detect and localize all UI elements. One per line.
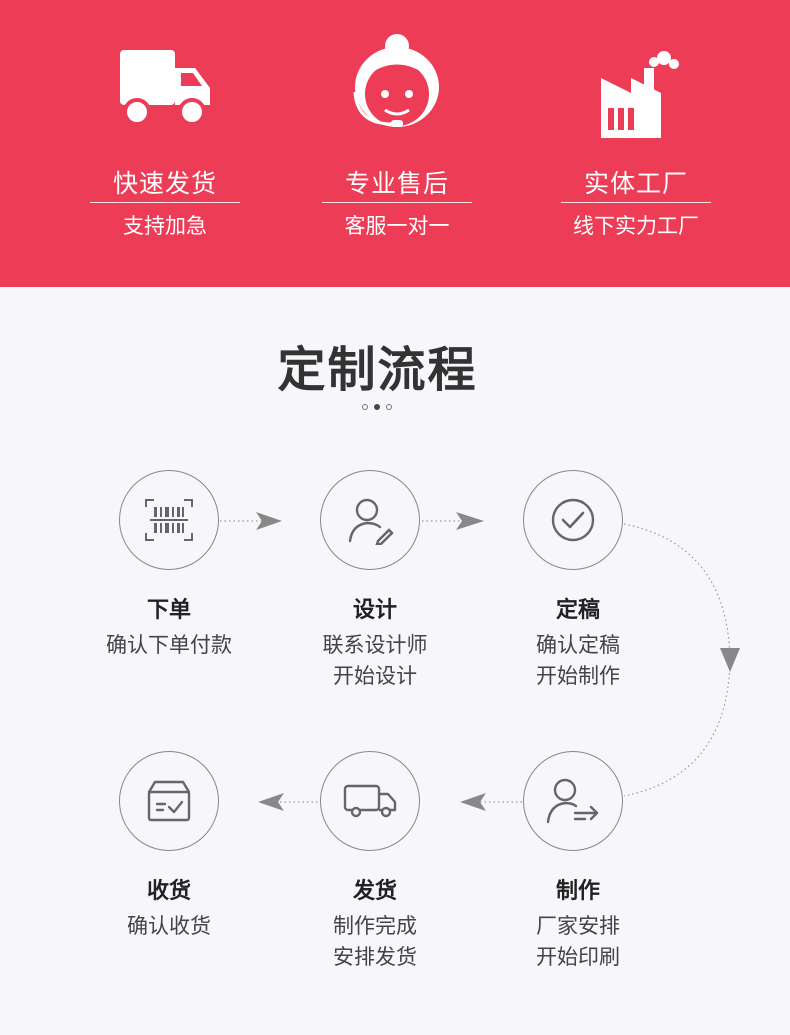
step-receive-circle xyxy=(119,751,219,851)
step-desc: 厂家安排 开始印刷 xyxy=(478,911,678,973)
arrow-right-icon xyxy=(456,512,484,530)
step-title: 发货 xyxy=(352,879,397,904)
process-title: 定制流程 xyxy=(277,342,478,398)
step-desc-line: 开始制作 xyxy=(536,664,620,688)
delivery-truck-icon xyxy=(343,784,397,818)
step-desc: 确认收货 xyxy=(69,911,269,942)
feature-title: 专业售后 xyxy=(344,169,449,198)
barcode-scan-icon xyxy=(145,499,193,541)
user-arrow-icon xyxy=(546,778,599,824)
step-desc: 确认定稿 开始制作 xyxy=(478,630,678,692)
step-title: 设计 xyxy=(352,598,397,623)
feature-title: 快速发货 xyxy=(112,169,217,198)
carousel-dots xyxy=(362,404,392,414)
step-ship-circle xyxy=(320,751,420,851)
feature-subtitle: 客服一对一 xyxy=(344,214,450,238)
step-desc-line: 开始设计 xyxy=(333,664,417,688)
step-desc: 联系设计师 开始设计 xyxy=(275,630,475,692)
feature-divider xyxy=(561,202,711,203)
step-title: 下单 xyxy=(146,598,191,623)
arrow-left-icon xyxy=(460,793,486,811)
step-finalize-circle xyxy=(523,470,623,570)
step-desc-line: 制作完成 xyxy=(333,914,417,938)
step-desc-line: 确认收货 xyxy=(127,914,211,938)
designer-icon xyxy=(348,498,394,545)
step-title: 定稿 xyxy=(555,598,600,623)
step-desc-line: 确认下单付款 xyxy=(106,633,232,657)
arrow-down-icon xyxy=(720,648,740,672)
arrow-left-icon xyxy=(258,793,284,811)
step-desc: 制作完成 安排发货 xyxy=(275,911,475,973)
feature-subtitle: 线下实力工厂 xyxy=(573,214,699,238)
step-desc: 确认下单付款 xyxy=(69,630,269,661)
step-order-circle xyxy=(119,470,219,570)
step-title: 收货 xyxy=(146,879,191,904)
step-desc-line: 联系设计师 xyxy=(322,633,428,657)
step-desc-line: 开始印刷 xyxy=(536,945,620,969)
dot-active xyxy=(374,404,380,410)
step-desc-line: 确认定稿 xyxy=(536,633,620,657)
feature-title: 实体工厂 xyxy=(583,169,688,198)
customer-service-icon xyxy=(347,32,447,141)
box-check-icon xyxy=(147,780,191,822)
step-title: 制作 xyxy=(555,879,600,904)
truck-icon xyxy=(115,40,215,134)
dot xyxy=(362,404,368,410)
step-desc-line: 厂家安排 xyxy=(536,914,620,938)
step-desc-line: 安排发货 xyxy=(333,945,417,969)
dot xyxy=(386,404,392,410)
step-produce-circle xyxy=(523,751,623,851)
feature-divider xyxy=(322,202,472,203)
check-circle-icon xyxy=(551,498,595,542)
factory-icon xyxy=(586,48,686,144)
step-design-circle xyxy=(320,470,420,570)
arrow-right-icon xyxy=(256,512,282,530)
feature-divider xyxy=(90,202,240,203)
feature-subtitle: 支持加急 xyxy=(123,214,207,238)
features-banner: 快速发货 支持加急 专业售后 客服一对一 xyxy=(0,0,790,287)
